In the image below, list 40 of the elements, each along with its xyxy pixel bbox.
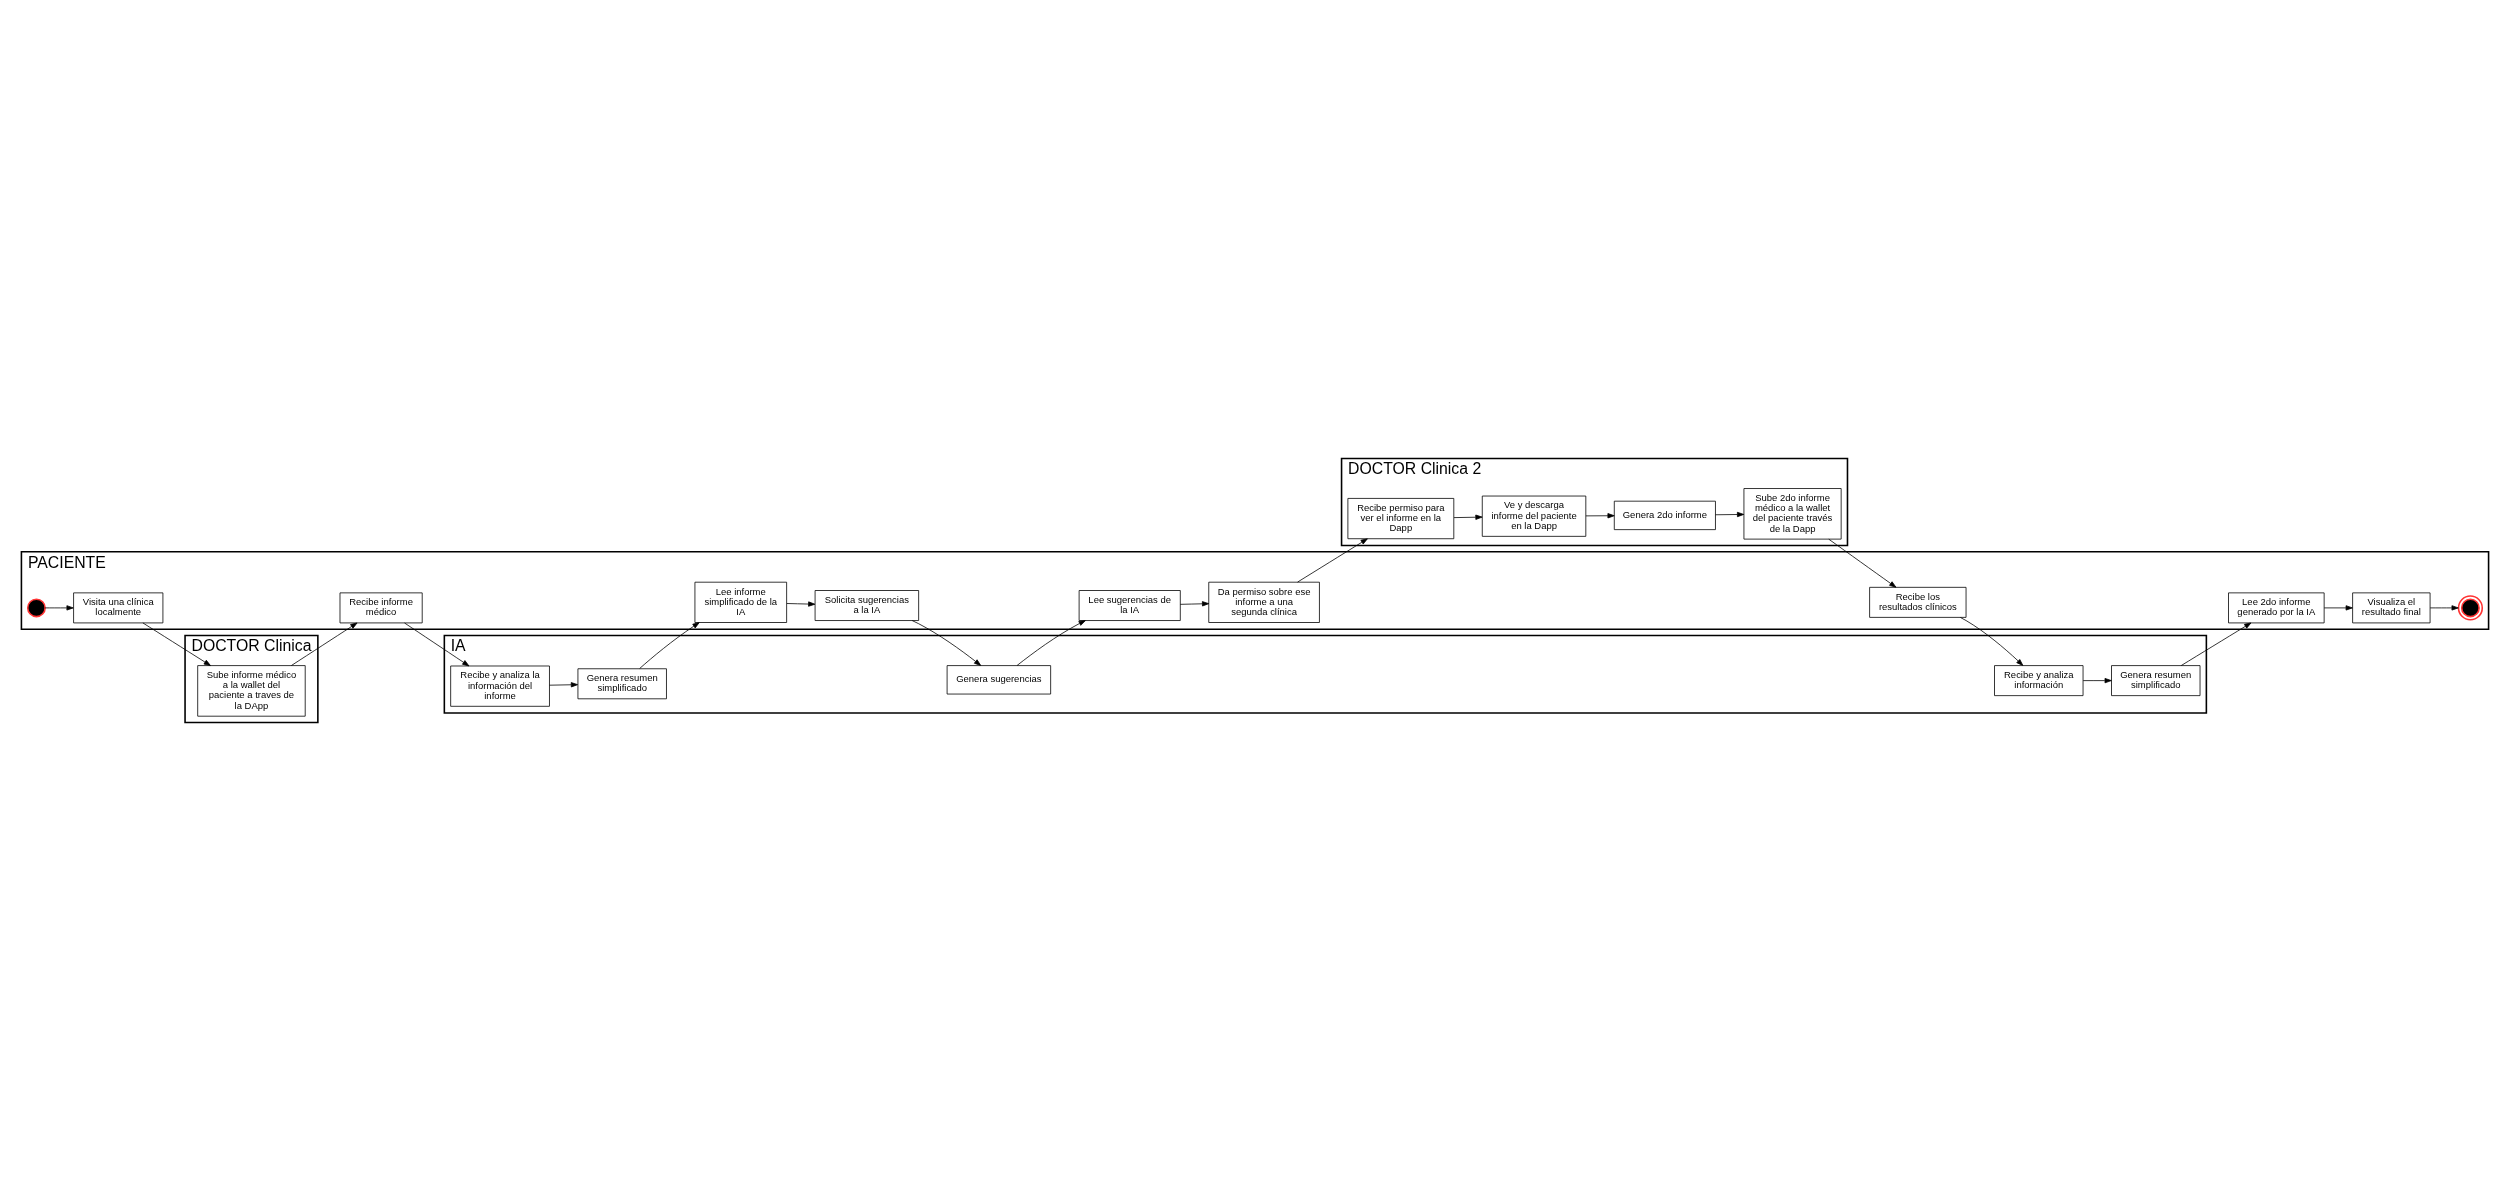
arrow [1585, 512, 1615, 518]
node-box: Genera 2do informe [1613, 500, 1716, 530]
node-box: Recibe los resultados clínicos [1869, 586, 1967, 618]
node-box: Recibe y analiza información [1994, 664, 2084, 696]
arrow [1715, 511, 1745, 517]
arrow [1179, 600, 1210, 606]
node-box: Recibe permiso para ver el informe en la Dapp [1347, 497, 1455, 539]
node-box: Visita una clínica localmente [73, 591, 164, 623]
node-box: Recibe y analiza la información del informe [450, 665, 550, 707]
arrow [639, 621, 700, 669]
arrow [142, 622, 211, 666]
arrow [290, 622, 358, 666]
arrow [1297, 537, 1368, 582]
arrow [2180, 622, 2252, 666]
node-box: Da permiso sobre ese informe a una segunda clínica [1208, 581, 1320, 623]
arrow [44, 604, 74, 610]
arrow [1453, 514, 1483, 520]
arrow [2323, 604, 2353, 610]
node-box: Lee 2do informe generado por la IA [2228, 591, 2325, 623]
node-box: Recibe informe médico [339, 591, 423, 623]
node-box: Sube 2do informe médico a la wallet del paciente través de la Dapp [1743, 487, 1842, 539]
node-circle [26, 597, 46, 617]
node-box: Sube informe médico a la wallet del paciente a traves de la DApp [197, 664, 306, 717]
node-box: Genera sugerencias [946, 664, 1052, 694]
arrow [2429, 604, 2459, 610]
node-box: Genera resumen simplificado [2111, 664, 2201, 696]
arrow [1828, 538, 1897, 588]
node-box: Ve y descarga informe del paciente en la Dapp [1481, 495, 1587, 537]
arrow [1960, 616, 2024, 666]
node-box: Genera resumen simplificado [577, 667, 667, 699]
arrow [786, 600, 816, 607]
arrow [2082, 677, 2112, 683]
arrow [1016, 619, 1086, 666]
arrow [404, 622, 470, 666]
node-box: Visualiza el resultado final [2352, 591, 2431, 623]
node-box: Solicita sugerencias a la IA [814, 589, 920, 621]
node-box: Lee informe simplificado de la IA [694, 581, 788, 623]
arrow [549, 681, 578, 687]
arrow [911, 619, 982, 666]
node-box: Lee sugerencias de la IA [1078, 589, 1181, 621]
